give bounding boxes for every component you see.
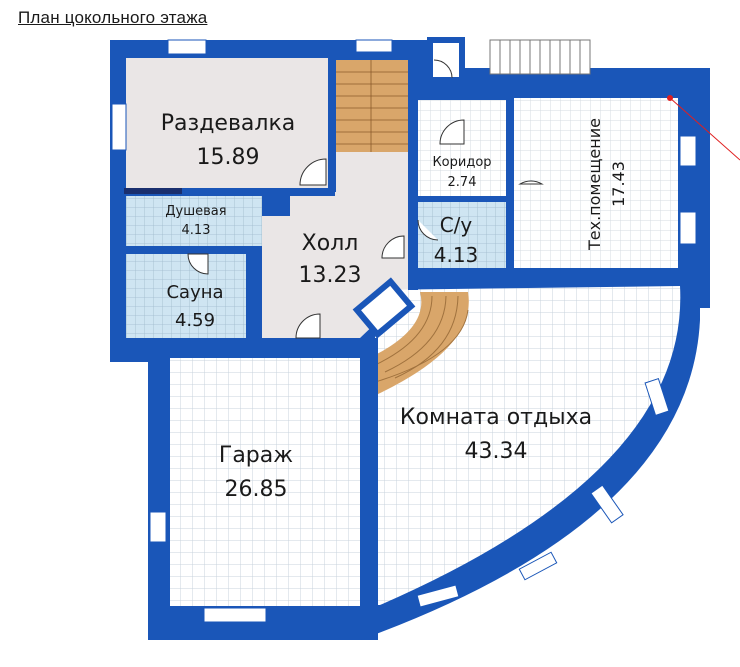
room-garazh-floor bbox=[170, 358, 360, 606]
room-komnata-floor bbox=[375, 286, 681, 605]
room-sauna-floor bbox=[126, 254, 246, 338]
bench bbox=[124, 188, 182, 194]
sauna-area: 4.59 bbox=[175, 310, 215, 331]
koridor-name: Коридор bbox=[432, 155, 491, 170]
curved-stair bbox=[365, 292, 469, 400]
doors bbox=[187, 59, 544, 339]
garazh-area: 26.85 bbox=[225, 477, 288, 502]
garazh-name: Гараж bbox=[219, 443, 293, 468]
komnata-area: 43.34 bbox=[465, 439, 528, 464]
room-koridor-floor bbox=[418, 100, 506, 196]
teh-name: Тех.помещение bbox=[585, 118, 604, 251]
teh-area: 17.43 bbox=[609, 161, 628, 207]
section-marker-dot bbox=[667, 95, 673, 101]
koridor-area: 2.74 bbox=[448, 175, 477, 190]
plan-title: План цокольного этажа bbox=[18, 8, 208, 27]
holl-area: 13.23 bbox=[299, 263, 362, 288]
su-name: С/у bbox=[440, 213, 473, 237]
entry-stair bbox=[427, 37, 591, 83]
holl-name: Холл bbox=[302, 231, 359, 256]
interior-walls bbox=[120, 40, 690, 608]
windows bbox=[111, 39, 697, 623]
diagonal-door bbox=[352, 277, 416, 339]
razdevalka-area: 15.89 bbox=[197, 145, 260, 170]
room-razdevalka-floor bbox=[126, 58, 328, 194]
sauna-name: Сауна bbox=[166, 282, 223, 303]
komnata-name: Комната отдыха bbox=[400, 405, 592, 430]
dushevaya-name: Душевая bbox=[165, 204, 226, 219]
room-dushevaya-floor bbox=[126, 196, 270, 246]
stair-treads bbox=[334, 60, 408, 152]
razdevalka-name: Раздевалка bbox=[161, 111, 295, 136]
su-area: 4.13 bbox=[434, 243, 479, 267]
section-marker-line bbox=[669, 97, 740, 161]
dushevaya-area: 4.13 bbox=[182, 223, 211, 238]
